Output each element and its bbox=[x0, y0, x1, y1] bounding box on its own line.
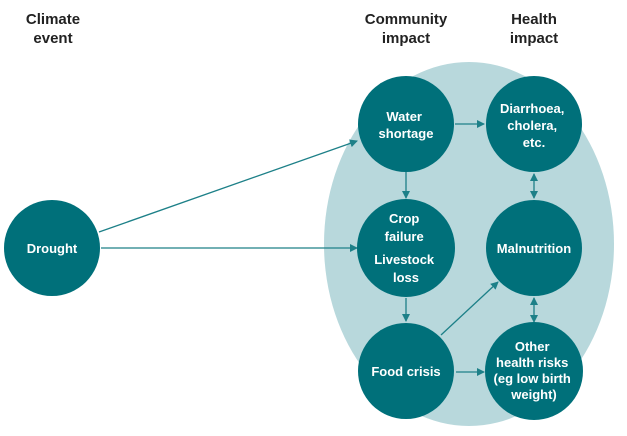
header-health-line2: impact bbox=[509, 30, 559, 47]
svg-text:Crop failure Lives: Crop failure Livestock loss bbox=[374, 211, 438, 285]
node-water-shortage-line1: Water bbox=[386, 109, 422, 124]
node-other-risks-line1: Other bbox=[515, 339, 550, 354]
node-water-shortage-circle bbox=[358, 76, 454, 172]
arrow-food-crisis-to-malnutrition bbox=[440, 281, 499, 336]
svg-text:Water shortage: Water shortage bbox=[379, 109, 434, 141]
svg-text:Other health risks: Other health risks (eg low birth weight) bbox=[494, 339, 575, 402]
node-crop-failure-line1: Crop bbox=[389, 211, 419, 226]
node-drought-label: Drought bbox=[27, 241, 78, 256]
node-diarrhoea-line1: Diarrhoea, bbox=[500, 101, 564, 116]
node-crop-livestock-circle bbox=[357, 199, 455, 297]
svg-text:Drought: Drought bbox=[27, 241, 78, 256]
node-livestock-loss-line1: Livestock bbox=[374, 252, 435, 267]
node-diarrhoea-line3: etc. bbox=[523, 135, 545, 150]
node-crop-failure-line2: failure bbox=[385, 229, 424, 244]
svg-text:Malnutrition: Malnutrition bbox=[497, 241, 571, 256]
node-malnutrition-circle bbox=[486, 200, 582, 296]
header-climate-line2: event bbox=[33, 30, 73, 47]
node-water-shortage-line2: shortage bbox=[379, 126, 434, 141]
node-other-risks-line4: weight) bbox=[510, 387, 557, 402]
node-diarrhoea-circle bbox=[486, 76, 582, 172]
node-other-risks-line2: health risks bbox=[496, 355, 568, 370]
node-diarrhoea-line2: cholera, bbox=[507, 118, 557, 133]
header-health-line1: Health bbox=[511, 11, 557, 28]
header-community-line1: Community bbox=[364, 11, 448, 28]
node-livestock-loss-line2: loss bbox=[393, 270, 419, 285]
node-malnutrition: Malnutrition bbox=[486, 200, 582, 296]
node-other-risks: Other health risks (eg low birth weight) bbox=[485, 322, 583, 420]
svg-text:Diarrhoea, cholera,: Diarrhoea, cholera, etc. bbox=[500, 101, 568, 150]
node-crop-livestock: Crop failure Livestock loss bbox=[357, 199, 455, 297]
node-malnutrition-label: Malnutrition bbox=[497, 241, 571, 256]
node-food-crisis-circle bbox=[358, 323, 454, 419]
header-community-impact: Community impact bbox=[348, 10, 464, 48]
header-health-impact: Health impact bbox=[484, 10, 584, 48]
node-food-crisis: Food crisis bbox=[358, 323, 454, 419]
header-climate-event: Climate event bbox=[8, 10, 98, 48]
arrow-drought-to-water-shortage bbox=[98, 139, 358, 233]
node-food-crisis-label: Food crisis bbox=[371, 364, 440, 379]
node-water-shortage: Water shortage bbox=[358, 76, 454, 172]
node-drought-circle bbox=[4, 200, 100, 296]
node-other-risks-circle bbox=[485, 322, 583, 420]
header-community-line2: impact bbox=[381, 30, 431, 47]
node-diarrhoea: Diarrhoea, cholera, etc. bbox=[486, 76, 582, 172]
node-other-risks-line3: (eg low birth bbox=[494, 371, 571, 386]
node-drought: Drought bbox=[4, 200, 100, 296]
svg-text:Food crisis: Food crisis bbox=[371, 364, 440, 379]
header-climate-line1: Climate bbox=[25, 11, 81, 28]
